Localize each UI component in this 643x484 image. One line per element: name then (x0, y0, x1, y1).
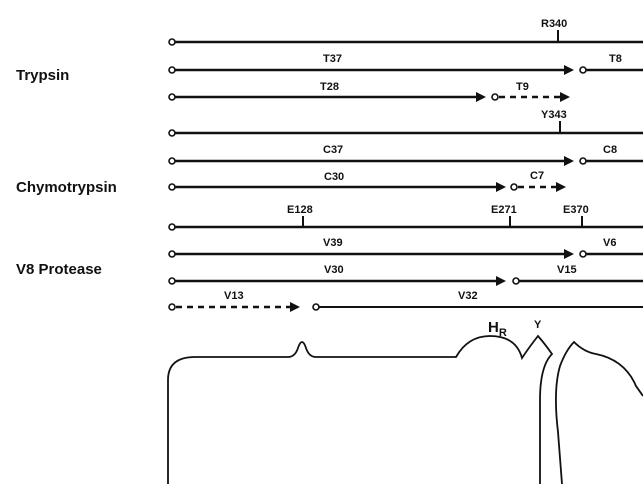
fragment-c30-arrowhead (496, 182, 506, 192)
fragment-label-v39: V39 (323, 237, 343, 249)
fragment-t37-arrowhead (564, 65, 574, 75)
fragment-label-v15: V15 (557, 264, 577, 276)
fragment-label-c30: C30 (324, 171, 344, 183)
fragment-v39-arrowhead (564, 249, 574, 259)
fragment-t28-start (168, 93, 176, 101)
fragment-c7-arrowhead (556, 182, 566, 192)
fragment-c37-arrowhead (564, 156, 574, 166)
v8-full-length-start (168, 223, 176, 231)
site-label-e370: E370 (563, 204, 589, 216)
fragment-t9-arrowhead (560, 92, 570, 102)
fragment-c30-start (168, 183, 176, 191)
fragment-v6-start (579, 250, 587, 258)
fragment-v30-start (168, 277, 176, 285)
fragment-v39-start (168, 250, 176, 258)
fragment-label-t9: T9 (516, 81, 529, 93)
fragment-label-t37: T37 (323, 53, 342, 65)
structure-label-y: Y (534, 319, 542, 331)
structure-outline-right (555, 340, 643, 484)
fragment-v30-arrowhead (496, 276, 506, 286)
chymotrypsin-full-length-start (168, 129, 176, 137)
fragment-v13-arrowhead (290, 302, 300, 312)
fragment-c37-start (168, 157, 176, 165)
fragment-v15-start (512, 277, 520, 285)
group-label-trypsin: Trypsin (16, 67, 69, 84)
fragment-c7-start (510, 183, 518, 191)
fragment-v32-start (312, 303, 320, 311)
fragment-t28-arrowhead (476, 92, 486, 102)
group-label-v8-protease: V8 Protease (16, 261, 102, 278)
trypsin-full-length-start (168, 38, 176, 46)
site-label-r340: R340 (541, 18, 567, 30)
fragment-c8-start (579, 157, 587, 165)
site-label-e128: E128 (287, 204, 313, 216)
structure-label-hr: HR (488, 319, 507, 339)
fragment-label-v13: V13 (224, 290, 244, 302)
fragment-t37-start (168, 66, 176, 74)
fragment-label-t28: T28 (320, 81, 339, 93)
fragment-t9-start (491, 93, 499, 101)
structure-outline-left (167, 334, 554, 484)
fragment-label-c37: C37 (323, 144, 343, 156)
group-label-chymotrypsin: Chymotrypsin (16, 179, 117, 196)
fragment-label-v6: V6 (603, 237, 616, 249)
site-label-y343: Y343 (541, 109, 567, 121)
fragment-label-c8: C8 (603, 144, 617, 156)
fragment-label-v30: V30 (324, 264, 344, 276)
fragment-label-v32: V32 (458, 290, 478, 302)
fragment-label-t8: T8 (609, 53, 622, 65)
fragment-v13-start (168, 303, 176, 311)
fragment-label-c7: C7 (530, 170, 544, 182)
fragment-t8-start (579, 66, 587, 74)
site-label-e271: E271 (491, 204, 517, 216)
